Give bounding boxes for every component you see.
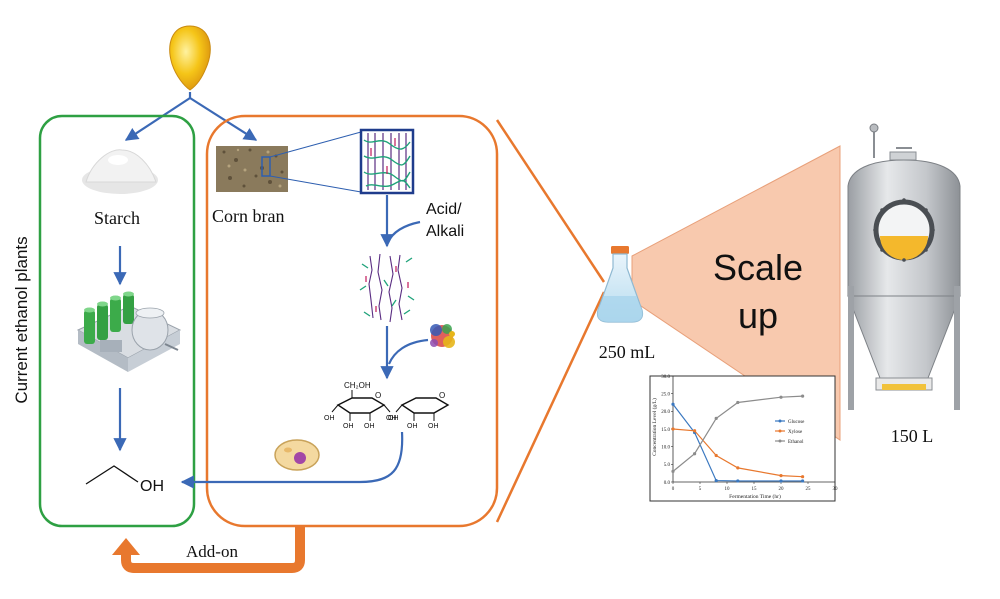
chart-point-ethanol bbox=[801, 394, 805, 398]
chart-legend-marker-xylose bbox=[778, 429, 782, 433]
chart-point-xylose bbox=[693, 429, 697, 433]
chart-series-line-ethanol bbox=[672, 395, 803, 472]
xylose-molecule bbox=[395, 397, 450, 421]
chart-point-glucose bbox=[714, 478, 718, 483]
chart-point-ethanol bbox=[779, 395, 783, 399]
xylose-oh-left-label: OH bbox=[388, 415, 399, 422]
chart-y-tick-label: 30.0 bbox=[661, 375, 670, 380]
chart-point-ethanol bbox=[714, 416, 718, 420]
chart-point-xylose bbox=[779, 474, 783, 478]
chart-point-xylose bbox=[736, 466, 740, 470]
alkali-label: Alkali bbox=[426, 223, 464, 240]
chart-point-xylose bbox=[671, 427, 675, 431]
fermentation-chart: Concentration Level (g/L) Fermentation T… bbox=[649, 375, 839, 502]
lignocellulose-structure bbox=[359, 128, 415, 195]
glucose-ring-o-label: O bbox=[375, 391, 381, 400]
current-plants-box bbox=[38, 114, 196, 528]
ethanol-molecule bbox=[85, 465, 139, 485]
enzyme-icon bbox=[430, 324, 455, 348]
chart-x-tick-label: 15 bbox=[752, 487, 758, 492]
pretreatment-arrows bbox=[380, 195, 421, 248]
current-plants-label: Current ethanol plants bbox=[12, 236, 31, 403]
chart-x-tick-label: 5 bbox=[699, 487, 702, 492]
glucose-oh-bottom2-label: OH bbox=[364, 423, 375, 430]
chart-y-tick-label: 15.0 bbox=[661, 428, 670, 433]
chart-legend-label-xylose: Xylose bbox=[788, 430, 803, 435]
chart-point-glucose bbox=[779, 479, 783, 483]
chart-legend-marker-glucose bbox=[778, 419, 782, 423]
chart-frame bbox=[649, 375, 836, 502]
glucose-oh-left-label: OH bbox=[324, 415, 335, 422]
chart-x-tick-label: 20 bbox=[779, 487, 785, 492]
fermentation-tank-icon bbox=[847, 123, 961, 410]
disrupted-fibers bbox=[359, 253, 415, 323]
chart-y-tick-label: 10.0 bbox=[661, 445, 670, 450]
yeast-cell-icon bbox=[274, 439, 320, 471]
chart-point-xylose bbox=[801, 475, 805, 479]
box-to-flask-lines bbox=[495, 119, 606, 523]
zoom-lines bbox=[269, 131, 362, 193]
acid-label: Acid/ bbox=[426, 201, 462, 218]
ethanol-plant-icon bbox=[76, 291, 182, 372]
chart-point-ethanol bbox=[736, 400, 740, 405]
corn-kernel-icon bbox=[169, 25, 211, 91]
chart-point-glucose bbox=[736, 479, 740, 483]
starch-label: Starch bbox=[94, 208, 140, 228]
flask-volume-label: 250 mL bbox=[599, 342, 656, 362]
corn-bran-label: Corn bran bbox=[212, 206, 284, 226]
xylose-oh-bottom2-label: OH bbox=[428, 423, 439, 430]
glucose-molecule bbox=[331, 390, 391, 421]
chart-series-line-xylose bbox=[672, 428, 803, 478]
chart-point-ethanol bbox=[671, 469, 675, 473]
glucose-oh-right-label: OH bbox=[386, 415, 397, 422]
chart-y-tick-label: 25.0 bbox=[661, 392, 670, 397]
chart-y-axis-label: Concentration Level (g/L) bbox=[651, 398, 658, 456]
corn-bran-image bbox=[216, 146, 288, 192]
starch-pile-icon bbox=[82, 149, 158, 194]
chart-x-tick-label: 25 bbox=[806, 487, 812, 492]
chart-series-line-glucose bbox=[672, 403, 803, 482]
ethanol-oh-label: OH bbox=[140, 478, 164, 495]
chart-x-axis-label: Fermentation Time (hr) bbox=[729, 493, 781, 500]
tank-volume-label: 150 L bbox=[891, 426, 934, 446]
glucose-ch2oh-label: CH₂OH bbox=[344, 381, 371, 390]
chart-y-tick-label: 20.0 bbox=[661, 410, 670, 415]
chart-point-glucose bbox=[801, 479, 805, 483]
chart-x-tick-label: 30 bbox=[833, 487, 839, 492]
chart-point-xylose bbox=[714, 453, 718, 458]
chart-legend-marker-ethanol bbox=[778, 439, 782, 443]
scale-up-line1: Scale bbox=[713, 247, 803, 288]
chart-x-tick-label: 0 bbox=[672, 487, 675, 492]
sugars-to-ethanol-arrow bbox=[180, 431, 404, 489]
scale-up-line2: up bbox=[738, 295, 778, 336]
corn-split-arrows bbox=[124, 92, 258, 141]
xylose-ring-o-label: O bbox=[439, 391, 445, 400]
chart-x-tick-label: 10 bbox=[725, 487, 731, 492]
chart-point-glucose bbox=[671, 402, 675, 406]
chart-legend-label-ethanol: Ethanol bbox=[788, 440, 804, 445]
chart-y-tick-label: 5.0 bbox=[664, 463, 671, 468]
glucose-oh-bottom1-label: OH bbox=[343, 423, 354, 430]
add-on-arrow bbox=[112, 527, 305, 573]
add-on-label: Add-on bbox=[186, 542, 238, 561]
chart-legend-label-glucose: Glucose bbox=[788, 420, 805, 425]
chart-point-ethanol bbox=[693, 452, 697, 456]
flask-icon bbox=[596, 246, 644, 323]
corn-bran-process-box bbox=[205, 114, 499, 528]
xylose-oh-bottom1-label: OH bbox=[407, 423, 418, 430]
hydrolysis-arrows bbox=[380, 326, 429, 380]
chart-y-tick-label: 0.0 bbox=[664, 481, 671, 486]
